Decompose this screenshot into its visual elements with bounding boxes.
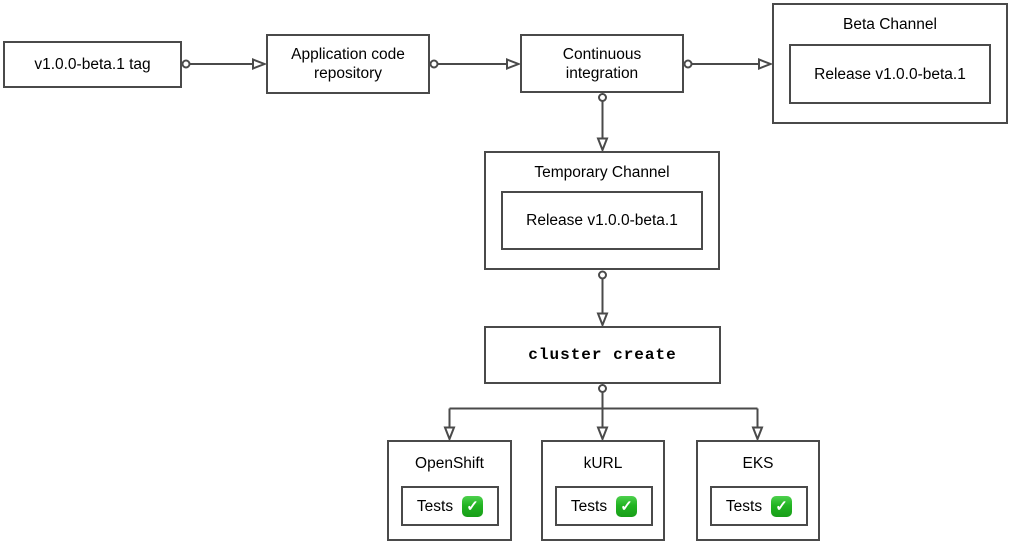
beta-channel-release-box: Release v1.0.0-beta.1 xyxy=(789,44,991,104)
node-temporary-channel: Temporary Channel Release v1.0.0-beta.1 xyxy=(484,151,720,270)
connector-repo-to-ci xyxy=(429,58,522,70)
connector-ci-to-beta-channel xyxy=(683,58,774,70)
check-icon: ✓ xyxy=(462,495,484,517)
continuous-integration-label: Continuous integration xyxy=(562,45,642,82)
node-cluster-openshift: OpenShift Tests ✓ xyxy=(387,440,512,541)
check-icon: ✓ xyxy=(616,495,638,517)
application-code-repository-label: Application code repository xyxy=(291,46,405,82)
eks-tests-box: Tests ✓ xyxy=(710,486,808,526)
cluster-create-label: cluster create xyxy=(528,346,677,364)
openshift-tests-box: Tests ✓ xyxy=(401,486,499,526)
node-continuous-integration: Continuous integration xyxy=(520,34,684,93)
version-tag-label: v1.0.0-beta.1 tag xyxy=(34,56,151,73)
connector-temporary-channel-to-cluster-create xyxy=(596,270,609,328)
eks-tests-label: Tests xyxy=(725,497,763,515)
node-application-code-repository: Application code repository xyxy=(266,34,430,94)
openshift-title: OpenShift xyxy=(415,455,484,472)
node-beta-channel: Beta Channel Release v1.0.0-beta.1 xyxy=(772,3,1008,124)
node-cluster-kurl: kURL Tests ✓ xyxy=(541,440,665,541)
node-cluster-create: cluster create xyxy=(484,326,721,384)
temporary-channel-release-box: Release v1.0.0-beta.1 xyxy=(501,191,703,250)
beta-channel-title: Beta Channel xyxy=(843,16,937,33)
eks-title: EKS xyxy=(742,455,774,472)
node-version-tag: v1.0.0-beta.1 tag xyxy=(3,41,182,88)
temporary-channel-release-label: Release v1.0.0-beta.1 xyxy=(526,212,678,229)
openshift-tests-label: Tests xyxy=(416,497,454,515)
connector-tag-to-repo xyxy=(181,58,268,70)
connector-ci-to-temporary-channel xyxy=(596,93,609,153)
beta-channel-release-label: Release v1.0.0-beta.1 xyxy=(814,65,966,83)
node-cluster-eks: EKS Tests ✓ xyxy=(696,440,820,541)
temporary-channel-title: Temporary Channel xyxy=(534,164,670,181)
kurl-tests-box: Tests ✓ xyxy=(555,486,653,526)
kurl-tests-label: Tests xyxy=(570,497,608,515)
kurl-title: kURL xyxy=(583,455,623,472)
check-icon: ✓ xyxy=(771,495,793,517)
connector-cluster-create-to-clusters xyxy=(443,384,764,442)
